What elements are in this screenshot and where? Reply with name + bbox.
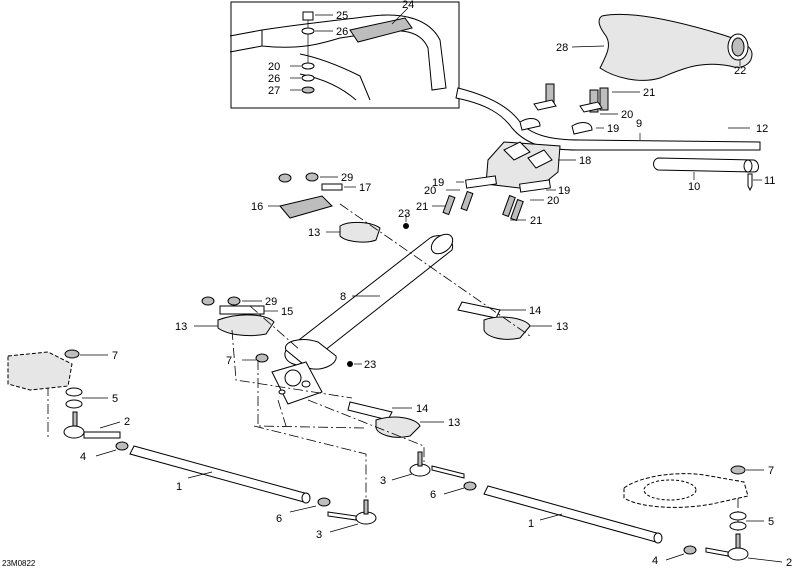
callout-6: 6 [276, 513, 282, 525]
callout-24: 24 [402, 0, 414, 11]
callout-29: 29 [341, 172, 353, 184]
callout-5: 5 [112, 393, 118, 405]
callout-13: 13 [448, 417, 460, 429]
callout-27: 27 [268, 85, 280, 97]
callout-12: 12 [756, 123, 768, 135]
callout-2: 2 [124, 416, 130, 428]
callout-10: 10 [688, 181, 700, 193]
callout-20: 20 [621, 109, 633, 121]
handle-cover [571, 13, 753, 81]
callout-6: 6 [430, 489, 436, 501]
upper-support [268, 172, 409, 243]
left-frame-fragment [7, 349, 108, 409]
lower-support [194, 296, 552, 438]
callout-13: 13 [175, 321, 187, 333]
callout-7: 7 [226, 355, 232, 367]
callout-7: 7 [112, 350, 118, 362]
callout-7: 7 [768, 465, 774, 477]
right-frame-fragment [623, 465, 783, 563]
callout-2: 2 [786, 557, 792, 569]
drawing-reference-code: 23M0822 [2, 559, 36, 568]
callout-19: 19 [558, 185, 570, 197]
callout-17: 17 [359, 182, 371, 194]
callout-23: 23 [364, 359, 376, 371]
callout-29: 29 [265, 296, 277, 308]
steering-arm [271, 361, 323, 405]
steering-column [284, 233, 454, 370]
callout-13: 13 [556, 321, 568, 333]
callout-28: 28 [556, 42, 568, 54]
grip [653, 157, 762, 192]
callout-21: 21 [530, 215, 542, 227]
callout-15: 15 [281, 306, 293, 318]
callout-1: 1 [176, 481, 182, 493]
callout-20: 20 [268, 61, 280, 73]
handlebar [455, 87, 761, 151]
callout-20: 20 [424, 185, 436, 197]
center-tie-rod-ends [327, 451, 477, 533]
callout-21: 21 [416, 201, 428, 213]
callout-4: 4 [80, 451, 86, 463]
callout-19: 19 [607, 123, 619, 135]
callout-8: 8 [340, 291, 346, 303]
callout-26: 26 [336, 26, 348, 38]
callout-21: 21 [643, 87, 655, 99]
callout-26: 26 [268, 73, 280, 85]
callout-13: 13 [308, 227, 320, 239]
callout-3: 3 [316, 529, 322, 541]
callout-19: 19 [432, 177, 444, 189]
callout-23: 23 [398, 208, 410, 220]
callout-labels: 25 24 26 20 26 27 28 22 21 20 19 9 12 18… [80, 0, 792, 569]
callout-18: 18 [579, 155, 591, 167]
callout-5: 5 [768, 516, 774, 528]
top-clamp-hardware [519, 83, 640, 135]
right-tie-rod [483, 485, 663, 544]
callout-9: 9 [636, 118, 642, 130]
callout-20: 20 [547, 195, 559, 207]
callout-14: 14 [529, 305, 541, 317]
left-tie-rod-end [63, 411, 129, 457]
detail-inset [229, 1, 460, 109]
callout-1: 1 [528, 518, 534, 530]
callout-22: 22 [734, 65, 746, 77]
callout-3: 3 [380, 475, 386, 487]
callout-16: 16 [251, 201, 263, 213]
left-tie-rod [129, 445, 331, 513]
callout-4: 4 [652, 555, 658, 567]
callout-11: 11 [764, 175, 775, 187]
riser-plate [432, 141, 576, 222]
callout-25: 25 [336, 10, 348, 22]
callout-14: 14 [416, 403, 428, 415]
